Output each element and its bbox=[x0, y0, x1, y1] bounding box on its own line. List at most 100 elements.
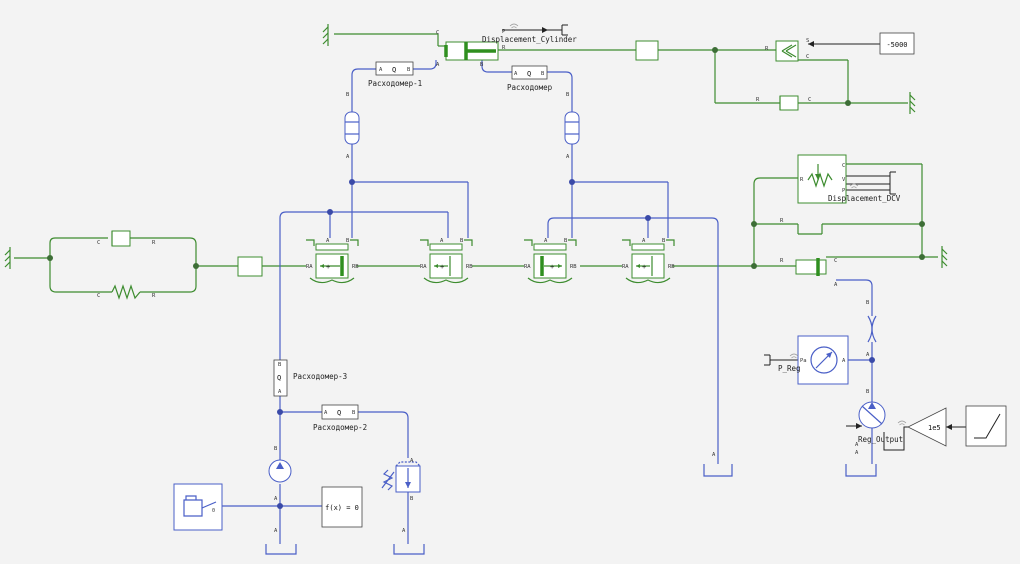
port-rb-label: RB bbox=[570, 264, 577, 270]
flowmeter-port-q: Q bbox=[277, 374, 281, 382]
port-a-label: A bbox=[274, 496, 278, 502]
port-b-label: B bbox=[566, 92, 570, 98]
flowmeter-2-label: Расходомер-2 bbox=[313, 423, 367, 432]
hydraulic-connections bbox=[222, 60, 873, 544]
port-a-label: A bbox=[326, 238, 330, 244]
fluid-properties-block[interactable]: 0 bbox=[173, 483, 223, 531]
flowmeter-port-b: B bbox=[407, 67, 411, 73]
mass-block-left[interactable] bbox=[237, 256, 263, 277]
mass-block-top[interactable] bbox=[635, 40, 659, 61]
tank-right[interactable] bbox=[845, 464, 877, 477]
flowmeter-port-b: B bbox=[352, 410, 356, 416]
port-a-label-2: A bbox=[274, 528, 278, 534]
port-b-label: B bbox=[866, 389, 870, 395]
flowmeter-port-q: Q bbox=[527, 70, 531, 78]
pressure-regulator-pump[interactable]: B A A bbox=[855, 389, 907, 456]
port-c-label: C bbox=[842, 163, 845, 169]
port-a-label: A bbox=[566, 154, 570, 160]
displacement-cylinder-block[interactable]: C R A B P bbox=[436, 23, 519, 68]
flowmeter-1-label: Расходомер-1 bbox=[368, 79, 422, 88]
displacement-dcv-label: Displacement_DCV bbox=[828, 194, 901, 203]
force-source-block[interactable]: R S C bbox=[765, 38, 809, 62]
flowmeter-main-block[interactable]: A Q B bbox=[511, 65, 548, 80]
port-s-label: S bbox=[806, 38, 809, 44]
damper-top-right[interactable]: R C bbox=[756, 95, 811, 111]
p-reg-label: P_Reg bbox=[778, 364, 801, 373]
dcv-spool[interactable]: R R C A bbox=[780, 218, 838, 288]
force-constant-block[interactable]: -5000 bbox=[879, 32, 915, 55]
port-r-label: R bbox=[152, 240, 156, 246]
port-c-label: C bbox=[806, 54, 809, 60]
port-b-label: B bbox=[866, 300, 870, 306]
flowmeter-port-b: B bbox=[541, 71, 545, 77]
hydraulic-line-left[interactable]: B A bbox=[344, 92, 360, 160]
tank-center-right[interactable]: A bbox=[703, 452, 733, 477]
port-b-label: B bbox=[662, 238, 666, 244]
hydraulic-pump-left[interactable]: B A A bbox=[268, 446, 292, 534]
flowmeter-2-block[interactable]: A Q B bbox=[321, 404, 359, 420]
ramp-source-block[interactable] bbox=[965, 405, 1007, 447]
displacement-dcv-block[interactable]: R C V P bbox=[797, 154, 859, 204]
relief-valve-left[interactable]: A B A bbox=[381, 458, 421, 534]
flowmeter-port-a: A bbox=[324, 410, 328, 416]
port-a-label: A bbox=[346, 154, 350, 160]
svg-text:0: 0 bbox=[212, 508, 215, 514]
gain-value: 1e5 bbox=[928, 424, 941, 432]
dcv-sensor-terminal bbox=[889, 171, 896, 195]
damper-left[interactable]: C R bbox=[97, 230, 156, 247]
tank-left[interactable] bbox=[265, 544, 297, 555]
p-reg-terminal bbox=[764, 354, 771, 366]
svg-text:+: + bbox=[642, 263, 646, 271]
valve-4[interactable]: + RA RB A B bbox=[622, 238, 675, 284]
svg-text:+: + bbox=[326, 263, 330, 271]
port-a-label: A bbox=[410, 458, 414, 464]
port-a-label-2: A bbox=[855, 450, 859, 456]
function-block[interactable]: f(x) = 0 bbox=[321, 486, 363, 528]
flowmeter-main-label: Расходомер bbox=[507, 83, 553, 92]
displacement-cylinder-label: Displacement_Cylinder bbox=[482, 35, 577, 44]
force-constant-value: -5000 bbox=[886, 41, 907, 49]
tank-middle[interactable] bbox=[393, 544, 425, 555]
port-a-label: A bbox=[866, 352, 870, 358]
valve-2[interactable]: + RA RB A B bbox=[420, 238, 473, 284]
port-b-label: B bbox=[564, 238, 568, 244]
port-a-label: A bbox=[440, 238, 444, 244]
reg-output-label: Reg_Output bbox=[858, 435, 903, 444]
flowmeter-port-a: A bbox=[278, 389, 282, 395]
spring-left[interactable]: C R bbox=[97, 284, 156, 300]
port-a-label: A bbox=[842, 358, 846, 364]
port-b-label: B bbox=[346, 92, 350, 98]
hydraulic-line-right[interactable]: B A bbox=[564, 92, 580, 160]
flowmeter-3-label: Расходомер-3 bbox=[293, 372, 347, 381]
port-a-label: A bbox=[712, 452, 716, 458]
orifice-right[interactable]: B A bbox=[866, 300, 877, 358]
port-rb-label: RB bbox=[466, 264, 473, 270]
valve-3[interactable]: + RA RB A B bbox=[524, 238, 577, 284]
port-ra-label: RA bbox=[622, 264, 629, 270]
port-r-label: R bbox=[800, 177, 804, 183]
flowmeter-3-block[interactable]: B Q A bbox=[273, 359, 288, 397]
gain-block[interactable]: 1e5 bbox=[907, 407, 947, 447]
ground-symbol-left bbox=[4, 247, 11, 269]
pressure-sensor-block[interactable]: Pa A bbox=[789, 335, 849, 385]
port-a-label: A bbox=[834, 282, 838, 288]
junction-nodes bbox=[47, 47, 925, 509]
port-a-label: A bbox=[544, 238, 548, 244]
flowmeter-port-q: Q bbox=[337, 409, 341, 417]
ground-symbol-top-right bbox=[909, 92, 916, 114]
flowmeter-1-block[interactable]: A Q B bbox=[375, 61, 414, 76]
port-ra-label: RA bbox=[420, 264, 427, 270]
port-b-label: B bbox=[480, 62, 484, 68]
port-b-label: B bbox=[410, 496, 414, 502]
flowmeter-port-b: B bbox=[278, 362, 282, 368]
valve-1[interactable]: + RA RB A B bbox=[306, 238, 359, 284]
port-p-label: P bbox=[842, 188, 846, 194]
port-a-label: A bbox=[642, 238, 646, 244]
port-r-label: R bbox=[152, 293, 156, 299]
port-c-label: C bbox=[436, 30, 439, 36]
port-rb-label: RB bbox=[668, 264, 675, 270]
port-c-label: C bbox=[808, 97, 811, 103]
flowmeter-port-a: A bbox=[514, 71, 518, 77]
flowmeter-port-q: Q bbox=[392, 66, 396, 74]
